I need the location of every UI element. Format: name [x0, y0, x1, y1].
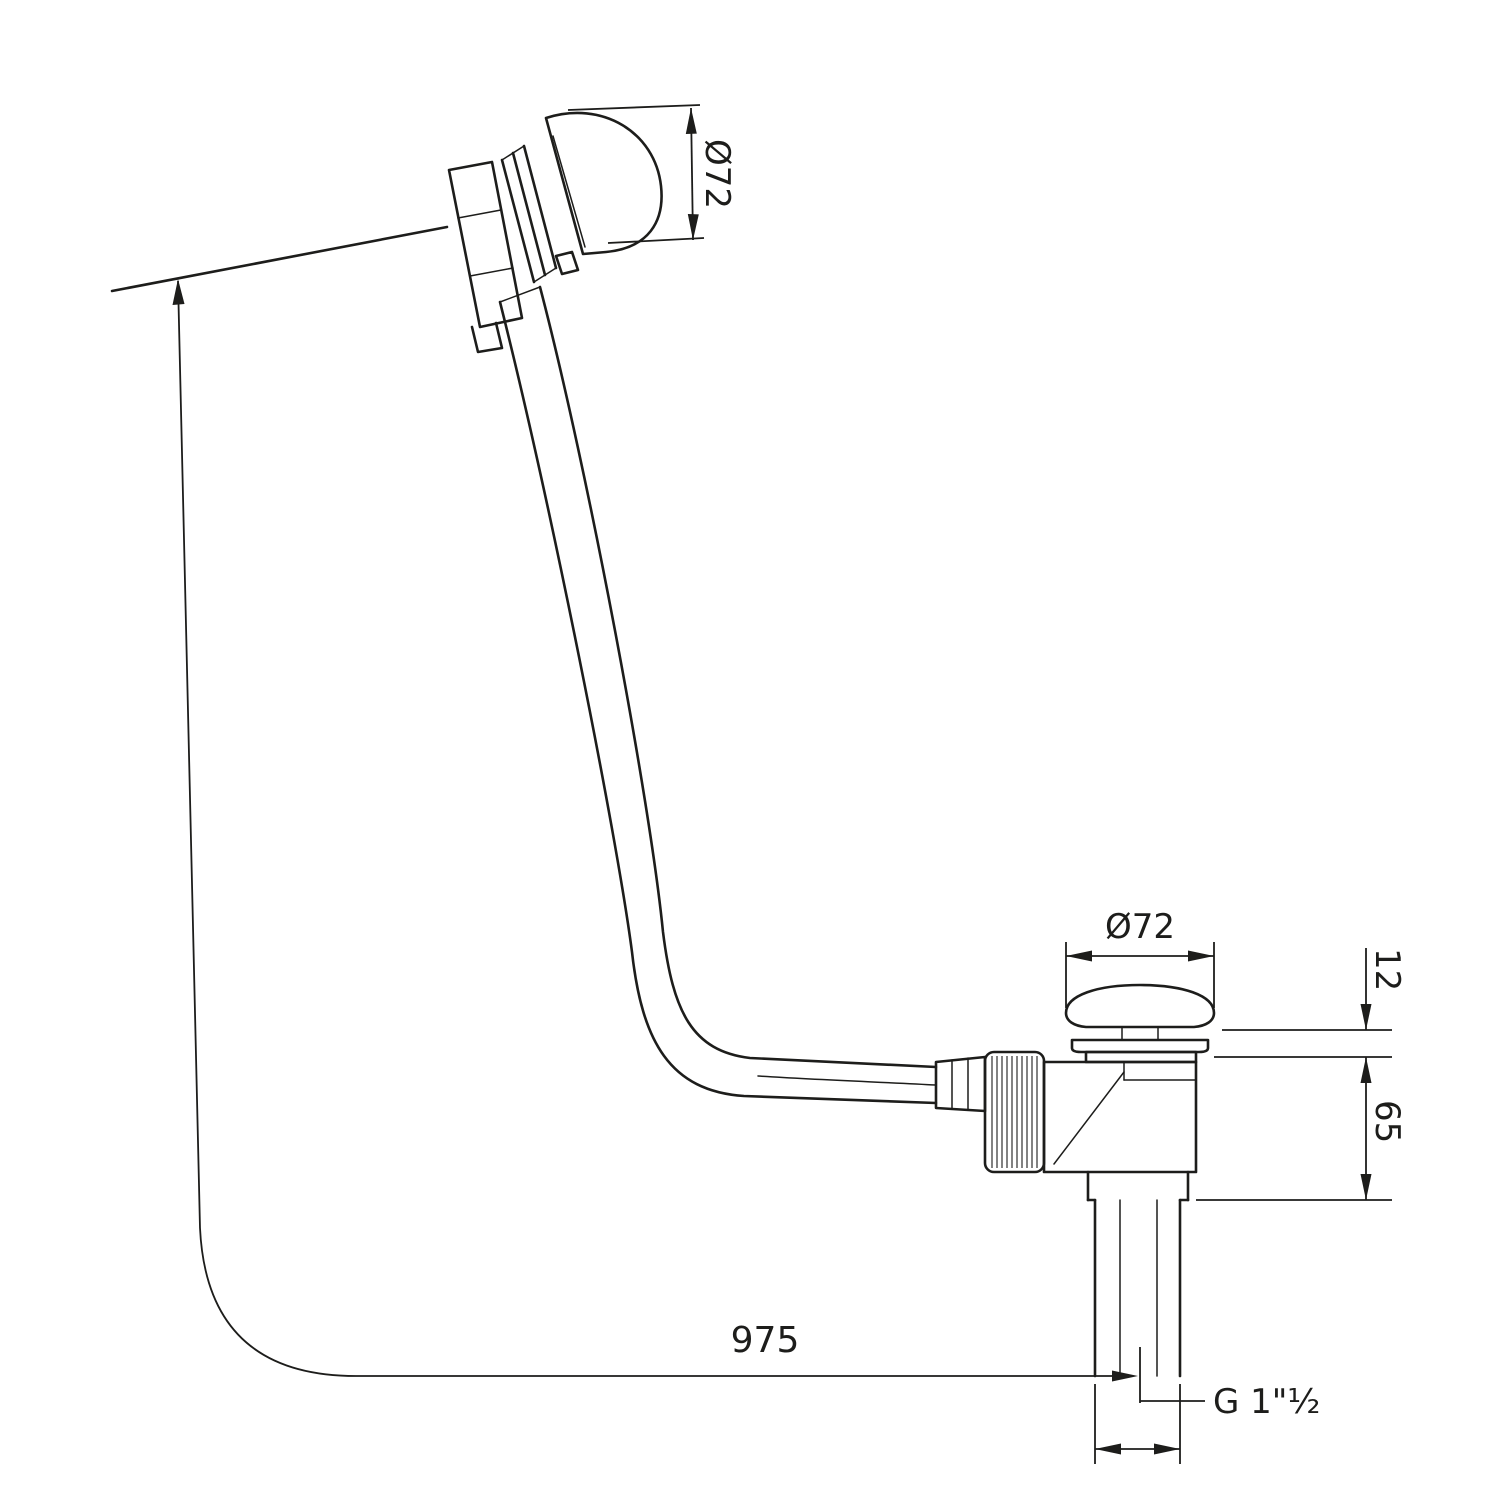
arrow-down: [1360, 1004, 1372, 1030]
drain-flange: [1070, 1038, 1210, 1064]
mounting-bracket: [447, 160, 524, 354]
body-outline: [1042, 1060, 1198, 1174]
arrow-left: [1095, 1443, 1121, 1455]
ring-line-3: [522, 144, 558, 270]
extension-line-top: [567, 104, 701, 111]
arrow-up: [685, 108, 697, 134]
dim-thread-size: G 1"½: [1094, 1382, 1320, 1464]
dim-overflow-diameter: Ø72: [567, 104, 737, 244]
arrow-left: [1066, 950, 1092, 962]
tail-pipe: [1086, 1170, 1190, 1378]
flange-lower-plate: [1084, 1050, 1198, 1064]
dim-label-cable-length: 975: [731, 1320, 800, 1361]
dim-label-body-height: 65: [1367, 1100, 1407, 1143]
cable-end-fitting: [934, 1055, 987, 1113]
cap-dome: [1064, 983, 1216, 1029]
ring-top-edge: [501, 145, 525, 161]
waste-valve: [983, 983, 1216, 1378]
bracket-step-line: [457, 209, 502, 219]
dim-cable-length: 975: [172, 279, 1141, 1403]
bracket-body: [447, 160, 524, 329]
nut-body: [983, 1050, 1046, 1174]
flange-upper-plate: [1070, 1038, 1210, 1054]
dim-label-thread-size: G 1"½: [1213, 1382, 1320, 1422]
rim-surface-line: [110, 225, 449, 293]
nut-knurling: [991, 1056, 1038, 1168]
cap-base-pin: [554, 250, 580, 276]
drain-cap: [1064, 983, 1216, 1041]
dim-label-overflow-diameter: Ø72: [697, 139, 737, 209]
arrow-right: [1154, 1443, 1180, 1455]
dim-drain-diameter: Ø72: [1065, 907, 1215, 1008]
arrow-to-center: [1112, 1370, 1138, 1382]
body-chamfer-line: [1053, 1071, 1125, 1165]
overflow-cap: [544, 111, 663, 256]
pin-body: [554, 250, 580, 276]
bracket-foot: [470, 321, 504, 354]
flexible-cable: [498, 285, 987, 1113]
inner-cable-line: [757, 1075, 937, 1086]
cap-dome: [544, 111, 663, 256]
bracket-step-line-2: [469, 267, 514, 277]
cable-lower-line: [498, 300, 938, 1105]
overflow-assembly: [447, 111, 663, 354]
ring-line-1: [500, 158, 536, 284]
arrow-to-rim: [172, 279, 185, 305]
arrow-up: [1360, 1057, 1372, 1083]
dim-label-drain-diameter: Ø72: [1105, 907, 1175, 947]
valve-body: [1042, 1060, 1198, 1174]
ring-bottom-edge: [533, 267, 557, 283]
ring-line-2: [511, 151, 547, 277]
arrow-down: [1360, 1174, 1372, 1200]
compression-nut: [983, 1050, 1046, 1174]
extension-line-bottom: [607, 237, 705, 244]
cable-collar: [499, 286, 541, 303]
fitting-body: [934, 1055, 987, 1113]
cap-inner-edge: [552, 135, 586, 248]
arrow-down: [687, 214, 699, 240]
dim-cap-height: 12: [1214, 948, 1407, 1058]
escutcheon-rings: [500, 144, 558, 284]
arrow-right: [1188, 950, 1214, 962]
dim-label-cap-height: 12: [1367, 948, 1407, 991]
dimension-line: [177, 280, 1131, 1377]
cable-upper-line: [538, 285, 938, 1069]
dim-body-height: 65: [1196, 1057, 1407, 1201]
bath-rim-line: [110, 225, 449, 293]
